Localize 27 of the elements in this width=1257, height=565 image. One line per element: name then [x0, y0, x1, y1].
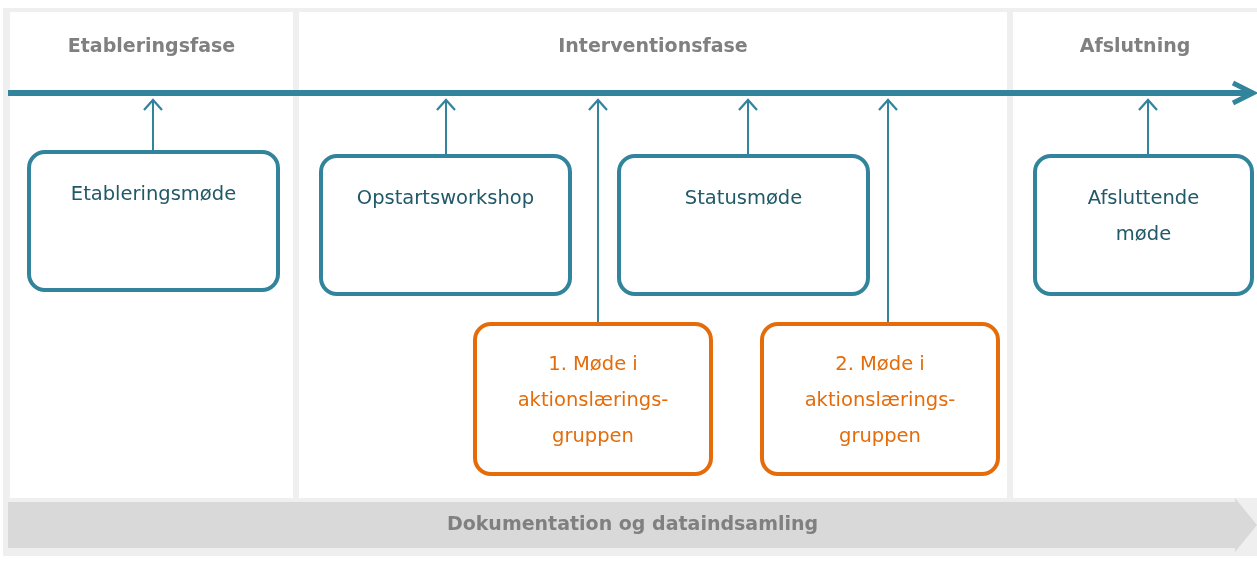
band-label: Dokumentation og dataindsamling [445, 512, 820, 534]
arrow [142, 98, 164, 151]
meeting-box [319, 154, 572, 296]
phase-heading: Afslutning [1078, 34, 1192, 56]
process-arrow-band [8, 498, 1257, 552]
phase-column [299, 12, 1007, 498]
meeting-label: Afsluttende møde [1087, 186, 1200, 245]
arrow [587, 98, 609, 323]
phase-heading: Interventionsfase [557, 34, 749, 56]
phase-column [1013, 12, 1257, 498]
meeting-label: Etableringsmøde [70, 182, 237, 205]
arrow [877, 98, 899, 323]
meeting-label: Opstartsworkshop [356, 186, 535, 209]
arrow [1137, 98, 1159, 155]
phase-column [10, 12, 293, 498]
timeline-arrow [8, 80, 1257, 106]
phase-heading: Etableringsfase [66, 34, 237, 56]
meeting-label: Statusmøde [684, 186, 803, 209]
arrow [737, 98, 759, 155]
meeting-label: 2. Møde i aktionslærings-gruppen [804, 352, 956, 447]
meeting-box [27, 150, 280, 292]
meeting-box [760, 322, 1000, 476]
meeting-box [1033, 154, 1254, 296]
meeting-box [473, 322, 713, 476]
meeting-box [617, 154, 870, 296]
arrow [435, 98, 457, 155]
meeting-label: 1. Møde i aktionslærings-gruppen [517, 352, 669, 447]
